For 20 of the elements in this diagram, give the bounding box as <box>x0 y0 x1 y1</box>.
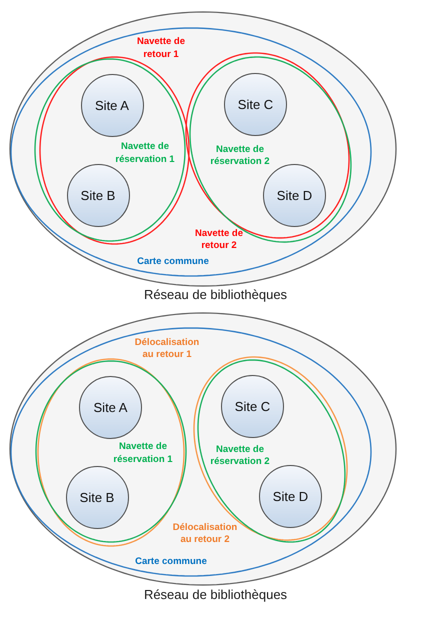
site-name: Site A <box>94 400 128 414</box>
site-name: Site A <box>95 98 129 112</box>
zone-label: Délocalisation au retour 1 <box>134 336 200 362</box>
zone-label: Navette de réservation 1 <box>112 441 174 466</box>
zone-label: Navette de réservation 2 <box>209 144 270 169</box>
zone-label: Navette de réservation 1 <box>114 141 176 166</box>
site-name: Site B <box>80 188 116 203</box>
site-name: Site D <box>272 489 308 504</box>
site-name: Site B <box>80 490 114 504</box>
network-label: Réseau de bibliothèques <box>143 287 288 303</box>
site-name: Site C <box>234 399 270 414</box>
zone-label: Navette de réservation 2 <box>209 444 270 469</box>
zone-label: Navette de retour 2 <box>194 228 244 253</box>
zone-label: Carte commune <box>136 256 210 268</box>
zone-label: Carte commune <box>134 556 208 568</box>
zone-label: Délocalisation au retour 2 <box>172 522 238 547</box>
zone-label: Navette de retour 1 <box>136 36 186 61</box>
network-label: Réseau de bibliothèques <box>143 587 288 603</box>
site-name: Site C <box>238 97 274 112</box>
site-name: Site D <box>276 188 312 203</box>
